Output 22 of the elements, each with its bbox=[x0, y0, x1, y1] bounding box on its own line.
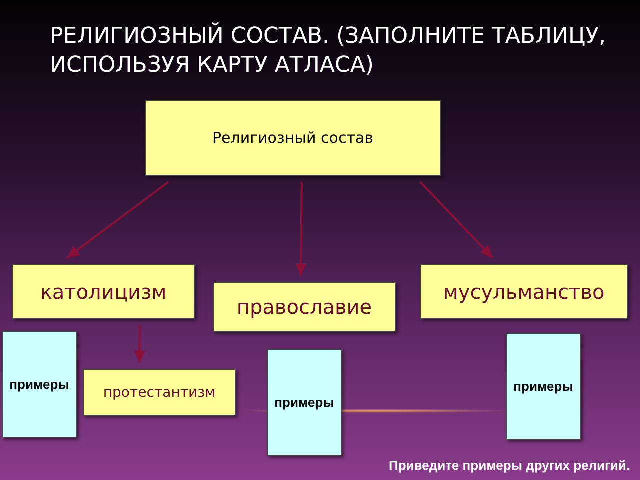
category-box bbox=[12, 264, 195, 319]
box-label: Религиозный состав bbox=[212, 129, 374, 147]
slide-title: РЕЛИГИОЗНЫЙ СОСТАВ. (ЗАПОЛНИТЕ ТАБЛИЦУ, ИСПОЛЬЗУЯ КАРТУ АТЛАСА) bbox=[50, 22, 608, 80]
arrow bbox=[66, 181, 170, 259]
box-label: мусульманство bbox=[443, 280, 605, 304]
note-text: Приведите примеры других религий. bbox=[389, 458, 630, 473]
box-label: протестантизм bbox=[103, 384, 216, 400]
subcategory-box bbox=[83, 369, 236, 416]
category-box bbox=[420, 264, 628, 319]
box-label: примеры bbox=[274, 395, 334, 410]
answer-box bbox=[2, 331, 77, 438]
arrow bbox=[420, 181, 494, 259]
box-label: примеры bbox=[514, 379, 574, 394]
answer-box bbox=[506, 333, 581, 440]
answer-box bbox=[267, 349, 342, 456]
topic-box bbox=[145, 100, 441, 176]
box-label: православие bbox=[236, 295, 372, 319]
arrow bbox=[134, 324, 146, 364]
box-label: примеры bbox=[10, 377, 70, 392]
arrow bbox=[295, 182, 307, 276]
box-label: католицизм bbox=[40, 280, 167, 304]
category-box bbox=[213, 282, 396, 332]
